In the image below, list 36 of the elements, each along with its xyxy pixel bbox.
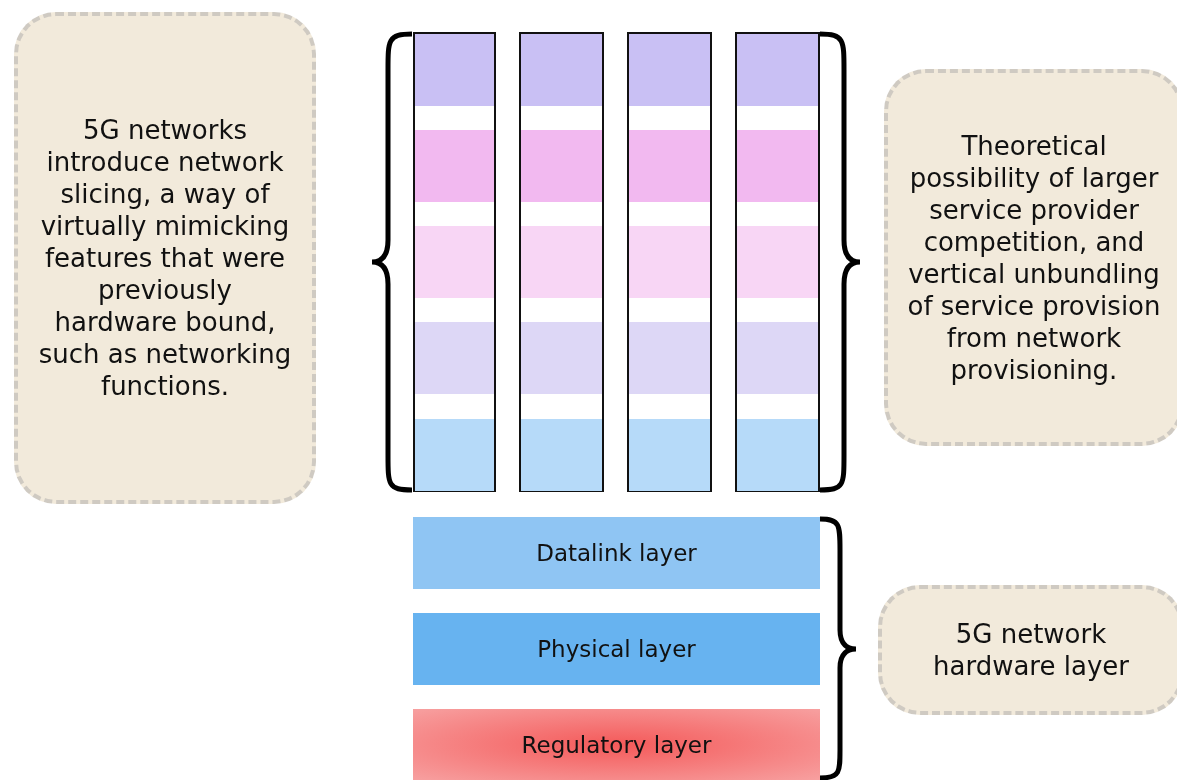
slice-segment [629, 322, 710, 394]
slice-segment [521, 226, 602, 298]
slice-column [627, 32, 712, 492]
layer-label: Datalink layer [536, 540, 697, 566]
slice-segment [737, 226, 818, 298]
note-card [878, 585, 1177, 715]
slice-segment [521, 130, 602, 202]
slice-column [413, 32, 496, 492]
layer-bar [413, 709, 820, 780]
note-text: 5G network hardware layer [932, 618, 1130, 682]
slice-segment [737, 130, 818, 202]
slice-segment [521, 419, 602, 491]
note-text: Theoretical possibility of larger service provider competition, and vertical unbundling of service provision from network provisioning. [906, 129, 1162, 386]
slice-segment [737, 322, 818, 394]
layer-bar [413, 517, 820, 589]
note-card [884, 69, 1177, 446]
slice-segment [737, 34, 818, 106]
slice-segment [521, 34, 602, 106]
layer-label: Physical layer [537, 636, 696, 662]
slice-segment [737, 419, 818, 491]
slice-segment [629, 226, 710, 298]
note-text: 5G networks introduce network slicing, a way of virtually mimicking features that were previously hardware bound, such as networking functions. [37, 114, 293, 402]
layer-bar [413, 613, 820, 685]
slice-segment [415, 419, 494, 491]
slice-segment [629, 130, 710, 202]
slice-segment [629, 34, 710, 106]
slice-segment [521, 322, 602, 394]
layer-label: Regulatory layer [521, 731, 712, 758]
note-card [14, 12, 316, 504]
slice-column [735, 32, 820, 492]
slice-segment [415, 322, 494, 394]
slice-segment [415, 226, 494, 298]
slice-segment [415, 130, 494, 202]
slice-column [519, 32, 604, 492]
slice-segment [415, 34, 494, 106]
slice-segment [629, 419, 710, 491]
